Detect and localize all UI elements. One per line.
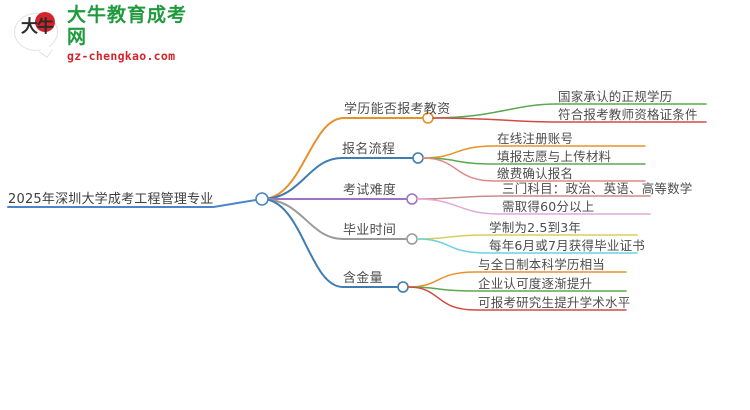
connector-path [422,145,646,159]
leaf-label[interactable]: 需取得60分以上 [502,199,595,214]
connector-path [432,103,707,119]
logo-text-block: 大牛教育成考网 gz-chengkao.com [67,3,194,63]
branch-label[interactable]: 学历能否报考教资 [344,102,451,117]
branch-label[interactable]: 毕业时间 [343,223,397,238]
site-logo: 大牛 大牛教育成考网 gz-chengkao.com [14,3,194,63]
connector-path [261,198,398,288]
node-circle[interactable] [255,192,269,206]
leaf-label[interactable]: 学制为2.5到3年 [489,220,582,235]
node-circle[interactable] [406,193,418,205]
connector-path [416,238,638,254]
node-circle[interactable] [397,281,409,293]
node-circle[interactable] [406,233,418,245]
branch-label[interactable]: 报名流程 [342,142,396,157]
logo-mark-text: 大牛 [21,17,54,37]
leaf-label[interactable]: 填报志愿与上传材料 [497,149,612,164]
connector-path [432,117,707,123]
connector-path [422,157,646,182]
connector-path [416,198,651,215]
connector-path [407,286,627,311]
connector-path [407,271,627,288]
leaf-label[interactable]: 在线注册账号 [497,131,574,146]
connector-path [7,198,263,208]
branch-label[interactable]: 考试难度 [343,183,397,198]
leaf-label[interactable]: 可报考研究生提升学术水平 [478,295,631,310]
logo-subtitle: gz-chengkao.com [67,48,176,63]
logo-mark-icon: 大牛 [14,11,60,57]
connector-path [261,157,413,200]
leaf-label[interactable]: 符合报考教师资格证条件 [558,107,698,122]
leaf-label[interactable]: 缴费确认报名 [497,166,574,181]
leaf-label[interactable]: 与全日制本科学历相当 [478,257,606,272]
connector-path [261,198,407,240]
connector-path [261,117,423,200]
logo-title: 大牛教育成考网 [67,3,188,48]
leaf-label[interactable]: 每年6月或7月获得毕业证书 [489,238,646,253]
leaf-label[interactable]: 三门科目：政治、英语、高等数学 [502,181,693,196]
leaf-label[interactable]: 国家承认的正规学历 [558,89,673,104]
root-node-label: 2025年深圳大学成考工程管理专业 [8,192,214,207]
branch-label[interactable]: 含金量 [343,271,383,286]
leaf-label[interactable]: 企业认可度逐渐提升 [478,276,593,291]
node-circle[interactable] [412,152,424,164]
red-circle-icon [35,12,55,32]
